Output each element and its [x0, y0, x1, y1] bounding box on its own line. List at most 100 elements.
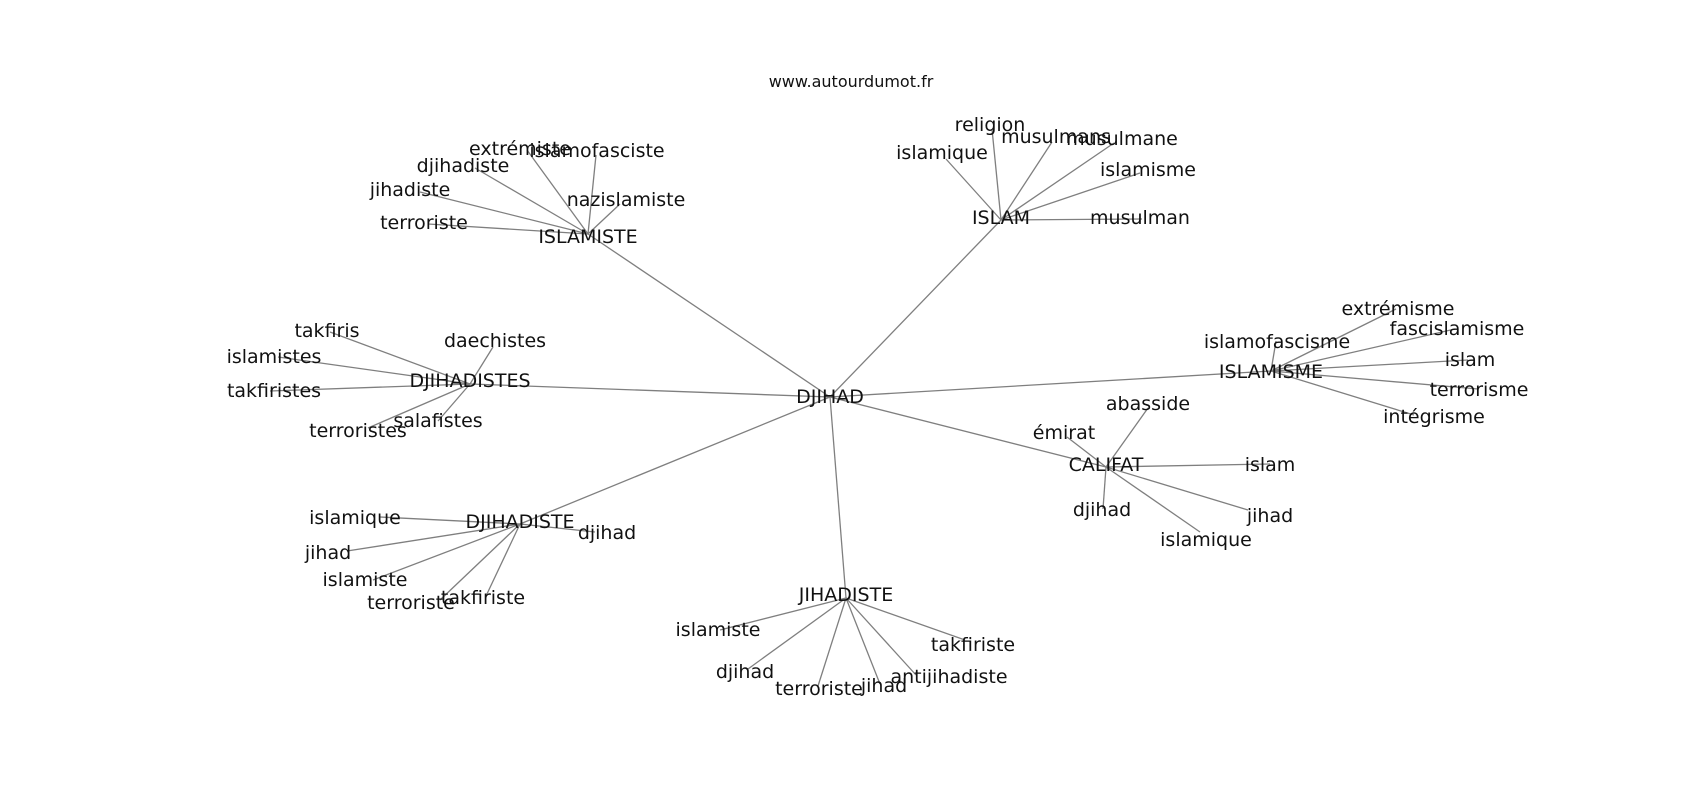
- edge-islam-islamique: [945, 158, 1002, 221]
- word-node-label-islamofasciste: islamofasciste: [529, 140, 664, 162]
- hub-node-label-islamiste: ISLAMISTE: [538, 226, 637, 248]
- edge-califat-islamique: [1105, 466, 1201, 533]
- edge-jihadiste-terroriste: [817, 597, 847, 687]
- edge-islamiste-extremiste: [526, 149, 589, 235]
- word-node-label-emirat: émirat: [1033, 422, 1095, 444]
- word-node-label-daechistes: daechistes: [444, 330, 546, 352]
- word-node-label-islam: islam: [1445, 349, 1496, 371]
- edge-islam-musulmane: [1000, 142, 1115, 221]
- edge-califat-jihad: [1105, 466, 1249, 511]
- word-node-label-islamiste: islamiste: [323, 569, 408, 591]
- edge-djihadiste-djihad: [519, 523, 596, 533]
- edge-jihadiste-islamiste: [719, 597, 847, 631]
- edge-islamisme-terrorisme: [1270, 370, 1479, 390]
- word-node-label-extremisme: extrémisme: [1341, 298, 1454, 320]
- word-node-label-religion: religion: [955, 114, 1026, 136]
- edge-center-califat: [829, 396, 1107, 468]
- edge-djihadistes-islamistes: [277, 356, 471, 385]
- edge-islamisme-integrisme: [1270, 370, 1415, 416]
- word-node-label-jihad: jihad: [1246, 505, 1293, 527]
- word-node-label-islamiste: islamiste: [676, 619, 761, 641]
- edge-islam-musulmans: [1000, 141, 1053, 221]
- edge-djihadiste-takfiriste: [485, 523, 521, 597]
- word-node-label-terrorisme: terrorisme: [1430, 379, 1529, 401]
- word-node-label-musulman: musulman: [1090, 207, 1190, 229]
- edge-islam-musulman: [1000, 218, 1143, 221]
- hub-node-label-djihadiste: DJIHADISTE: [465, 511, 574, 533]
- edge-djihadiste-jihad: [346, 523, 521, 552]
- edge-islamiste-jihadiste: [419, 191, 589, 235]
- edge-islam-religion: [991, 128, 1002, 221]
- edge-jihadiste-antijihadiste: [845, 597, 917, 676]
- hub-node-label-islam: ISLAM: [972, 207, 1030, 229]
- edge-djihadiste-islamique: [379, 516, 521, 525]
- edge-islamisme-fascislamisme: [1270, 328, 1456, 372]
- edge-jihadiste-djihad: [747, 597, 847, 670]
- word-node-label-fascislamisme: fascislamisme: [1390, 318, 1525, 340]
- edge-islamisme-islam: [1270, 359, 1469, 372]
- word-node-label-islamisme: islamisme: [1100, 159, 1196, 181]
- word-node-label-salafistes: salafistes: [393, 410, 482, 432]
- word-node-label-jihad: jihad: [860, 675, 907, 697]
- edge-islamisme-islamofascisme: [1270, 340, 1277, 372]
- hub-node-label-islamisme: ISLAMISME: [1219, 361, 1323, 383]
- edge-center-islamiste: [587, 233, 831, 398]
- word-node-label-abasside: abasside: [1106, 393, 1190, 415]
- word-node-label-antijihadiste: antijihadiste: [890, 666, 1007, 688]
- edge-center-djihadiste: [519, 396, 831, 525]
- edge-djihadistes-takfiristes: [269, 383, 471, 392]
- edge-califat-abasside: [1105, 407, 1149, 468]
- word-node-label-terroriste: terroriste: [367, 592, 455, 614]
- word-node-label-terroristes: terroristes: [309, 420, 407, 442]
- edge-islamiste-terroriste: [427, 223, 589, 235]
- edge-califat-islam: [1105, 463, 1271, 468]
- word-node-label-islam: islam: [1245, 454, 1296, 476]
- edge-center-djihadistes: [469, 383, 831, 398]
- word-node-label-islamique: islamique: [309, 507, 401, 529]
- word-node-label-islamistes: islamistes: [227, 346, 322, 368]
- site-title: www.autourdumot.fr: [769, 72, 934, 91]
- word-node-label-takfiris: takfiris: [294, 320, 359, 342]
- word-node-label-nazislamiste: nazislamiste: [567, 189, 686, 211]
- edge-djihadiste-terroriste: [439, 523, 521, 601]
- edge-islamiste-djihadiste: [474, 167, 589, 235]
- edge-djihadiste-islamiste: [372, 523, 521, 581]
- word-node-label-terroriste: terroriste: [775, 678, 863, 700]
- edge-califat-djihad: [1102, 466, 1107, 510]
- word-node-label-takfiristes: takfiristes: [227, 380, 321, 402]
- edge-islamiste-islamofasciste: [587, 154, 597, 235]
- word-node-label-djihad: djihad: [578, 522, 636, 544]
- word-node-label-integrisme: intégrisme: [1383, 406, 1485, 428]
- edge-center-islam: [829, 219, 1002, 398]
- word-node-label-jihadiste: jihadiste: [369, 179, 451, 201]
- edge-center-islamisme: [829, 370, 1272, 398]
- word-node-label-terroriste: terroriste: [380, 212, 468, 234]
- word-node-label-extremiste: extrémiste: [469, 138, 571, 160]
- edge-islamisme-extremisme: [1270, 308, 1397, 372]
- hub-node-label-califat: CALIFAT: [1069, 454, 1144, 476]
- word-node-label-jihad: jihad: [304, 542, 351, 564]
- word-node-label-islamofascisme: islamofascisme: [1204, 331, 1350, 353]
- edge-djihadistes-takfiris: [329, 331, 471, 385]
- center-node-label: DJIHAD: [796, 386, 864, 408]
- hub-node-label-djihadistes: DJIHADISTES: [409, 370, 530, 392]
- word-node-label-musulmans: musulmans: [1001, 126, 1111, 148]
- edge-djihadistes-salafistes: [437, 383, 471, 422]
- word-node-label-djihad: djihad: [716, 661, 774, 683]
- edge-jihadiste-takfiriste: [845, 597, 966, 641]
- edge-djihadistes-daechistes: [469, 346, 494, 385]
- word-node-label-djihad: djihad: [1073, 499, 1131, 521]
- edges-layer: [269, 128, 1479, 687]
- edge-djihadistes-terroristes: [367, 383, 471, 429]
- hub-node-label-jihadiste: JIHADISTE: [798, 584, 893, 606]
- word-node-label-djihadiste: djihadiste: [417, 155, 510, 177]
- word-node-label-islamique: islamique: [896, 142, 988, 164]
- edge-center-jihadiste: [829, 396, 847, 599]
- word-node-label-islamique: islamique: [1160, 529, 1252, 551]
- edge-califat-emirat: [1066, 436, 1107, 468]
- word-node-label-musulmane: musulmane: [1066, 128, 1178, 150]
- edge-islam-islamisme: [1000, 172, 1141, 221]
- edge-islamiste-nazislamiste: [587, 203, 621, 235]
